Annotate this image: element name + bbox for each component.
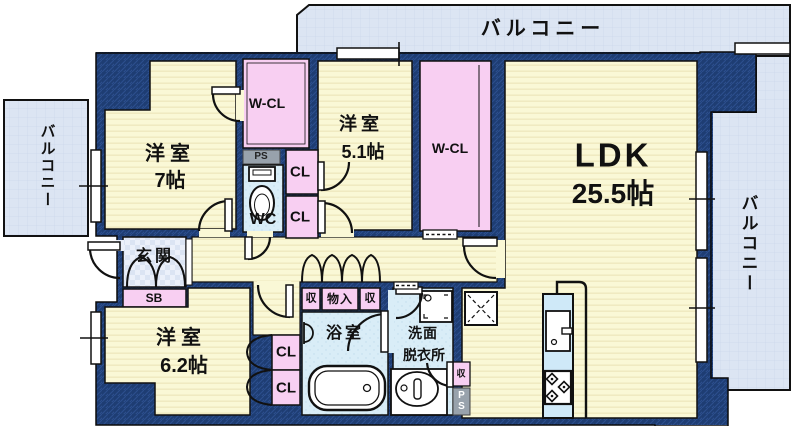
storage-shu-right-label: 収 bbox=[364, 292, 376, 305]
cl-a-label: CL bbox=[290, 163, 310, 181]
cl-d-box bbox=[271, 369, 301, 406]
genkan-hall-opening bbox=[185, 238, 193, 286]
room62-size-label: 6.2帖 bbox=[160, 355, 208, 377]
door-leaf bbox=[211, 86, 241, 95]
kitchen-partition-line bbox=[555, 280, 588, 418]
wcl-left-label: W-CL bbox=[248, 95, 286, 111]
balcony-left-label: バルコニー bbox=[38, 123, 56, 209]
balcony-top-label: バルコニー bbox=[480, 18, 606, 40]
shu-small-label: 収 bbox=[456, 368, 466, 379]
room7-name-label: 洋室 bbox=[145, 143, 195, 165]
door-leaf bbox=[224, 198, 233, 232]
toilet-icon bbox=[248, 166, 276, 221]
bathtub-icon bbox=[307, 364, 387, 412]
door-arc-room62 bbox=[256, 284, 291, 319]
room51-floor bbox=[317, 60, 413, 231]
wc-label: WC bbox=[249, 211, 277, 228]
door-arc-bath bbox=[346, 312, 386, 352]
fold-door-storage bbox=[301, 253, 381, 283]
room62-name-label: 洋室 bbox=[156, 327, 206, 349]
balcony-right-label: バルコニー bbox=[738, 194, 758, 294]
door-leaf bbox=[244, 236, 253, 260]
door-layer bbox=[87, 86, 498, 406]
door-arc-room7 bbox=[197, 199, 230, 232]
door-arc-ldk bbox=[462, 245, 497, 280]
ldk-size-label: 25.5帖 bbox=[571, 178, 655, 209]
wcl-left-inner-line bbox=[246, 62, 306, 145]
door-leaf bbox=[446, 361, 454, 388]
wcl-center-label: W-CL bbox=[431, 140, 469, 156]
window-ldk-right-lower bbox=[695, 257, 708, 363]
sb-label: SB bbox=[145, 291, 163, 305]
room7-size-label: 7帖 bbox=[154, 170, 186, 192]
fold-door-cl62 bbox=[245, 334, 273, 406]
door-arc-wcl-left bbox=[211, 93, 241, 123]
washing-machine-pan-icon bbox=[419, 290, 453, 323]
door-arc-entrance bbox=[88, 248, 121, 280]
stove-icon bbox=[543, 369, 573, 406]
storage-monoire-label: 物入 bbox=[326, 292, 354, 306]
room51-size-label: 5.1帖 bbox=[341, 142, 385, 162]
window-layer bbox=[79, 42, 715, 365]
cl-c-box bbox=[271, 334, 301, 371]
fold-door-sb bbox=[126, 255, 186, 288]
cl-b-label: CL bbox=[290, 208, 310, 226]
balcony-divider-panel bbox=[734, 42, 791, 55]
refrigerator-space-icon bbox=[464, 291, 498, 326]
cl-d-label: CL bbox=[276, 379, 296, 397]
balcony-left bbox=[3, 99, 89, 237]
kitchen-counter bbox=[542, 280, 588, 419]
storage-shu-left-label: 収 bbox=[305, 292, 317, 305]
storage-monoire-box bbox=[321, 287, 359, 311]
cl-c-label: CL bbox=[276, 343, 296, 361]
ps-top-label: PS bbox=[254, 151, 268, 162]
ps-bottom-label: PS bbox=[456, 390, 467, 412]
accordion-door-wcl-center bbox=[422, 229, 458, 240]
room51-name-label: 洋室 bbox=[339, 114, 383, 134]
door-leaf bbox=[285, 284, 294, 318]
ldk-name-label: LDK bbox=[574, 136, 652, 174]
washbasin-icon bbox=[390, 368, 448, 416]
room7-floor bbox=[104, 60, 237, 230]
washroom-label-line1: 洗面 bbox=[408, 325, 438, 341]
door-leaf-entrance bbox=[87, 241, 121, 251]
accordion-door-washroom-top bbox=[393, 281, 419, 290]
bath-label: 浴室 bbox=[325, 325, 365, 342]
storage-shu-right-box bbox=[359, 287, 381, 311]
window-ldk-right-upper bbox=[695, 151, 708, 251]
door-arc-room51 bbox=[321, 201, 354, 234]
washroom-label-line2: 脱衣所 bbox=[403, 347, 445, 363]
door-leaf bbox=[317, 161, 325, 191]
window-room51-top bbox=[336, 47, 400, 60]
door-arc-cl-a bbox=[320, 161, 351, 192]
door-leaf bbox=[380, 310, 389, 353]
door-leaf bbox=[462, 237, 498, 247]
genkan-label: 玄関 bbox=[135, 248, 175, 265]
ldk-floor bbox=[461, 60, 698, 419]
shower-faucet-icon bbox=[303, 322, 314, 344]
ps-bottom-box bbox=[452, 387, 471, 416]
cl-a-box bbox=[285, 149, 319, 195]
storage-shu-left-box bbox=[301, 287, 321, 311]
wcl-left-floor bbox=[242, 58, 310, 149]
door-arc-washroom bbox=[395, 292, 424, 320]
room62-floor bbox=[104, 287, 251, 416]
ps-top-box bbox=[242, 149, 281, 165]
door-leaf bbox=[317, 200, 326, 234]
